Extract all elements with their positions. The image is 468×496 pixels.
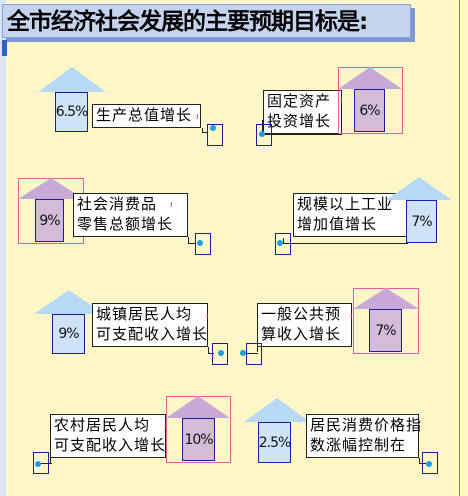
target-label: 固定资产 投资增长 [263, 90, 342, 134]
target-label-line: 社会消费品 [77, 195, 158, 213]
page-title: 全市经济社会发展的主要预期目标是: [2, 4, 411, 38]
target-value-box: 6% [354, 89, 385, 132]
target-label-line: 规模以上工业 [297, 195, 394, 213]
edit-mark: ı [164, 420, 167, 430]
up-arrow-icon [166, 396, 230, 418]
target-label: 城镇居民人均 可支配收入增长 [92, 303, 208, 347]
connector-dot [197, 240, 203, 246]
connector-dot [277, 240, 283, 246]
text-placeholder[interactable] [207, 124, 223, 146]
edit-mark: ı [350, 312, 353, 322]
right-margin-line [459, 0, 460, 496]
target-label-line: 生产总值增长 [96, 106, 193, 124]
target-label-line: 算收入增长 [261, 325, 342, 343]
edit-mark: ı [170, 200, 173, 210]
connector-dot [240, 350, 246, 356]
connector-line [262, 134, 342, 135]
connector-dot [218, 350, 224, 356]
connector-line [202, 128, 203, 132]
edit-mark: ı [206, 312, 209, 322]
up-arrow-icon [386, 177, 452, 200]
connector-dot [35, 461, 41, 467]
up-arrow-icon [244, 398, 310, 422]
text-placeholder[interactable] [33, 452, 49, 474]
connector-line [188, 237, 189, 243]
target-value-box: 7% [369, 309, 402, 352]
target-label-line: 可支配收入增长 [96, 325, 209, 343]
edit-mark: ı [196, 112, 199, 122]
connector-line [188, 243, 196, 244]
target-value-box: 6.5% [55, 92, 88, 132]
target-label: 生产总值增长 [92, 104, 201, 128]
target-label-line: 投资增长 [267, 112, 332, 130]
connector-line [283, 238, 284, 244]
up-arrow-icon [38, 67, 106, 92]
edit-mark: ı [340, 96, 343, 106]
target-label: 一般公共预 算收入增长 [257, 303, 352, 347]
connector-line [283, 243, 408, 244]
target-label-line: 零售总额增长 [77, 215, 174, 233]
connector-line [208, 347, 209, 353]
up-arrow-icon [353, 288, 419, 309]
up-arrow-icon [338, 67, 402, 89]
target-label: 社会消费品 零售总额增长 [73, 193, 188, 237]
target-label-line: 固定资产 [267, 92, 332, 110]
connector-line [202, 132, 208, 133]
target-label-line: 数涨幅控制在 [310, 436, 407, 454]
connector-line [262, 120, 263, 134]
connector-dot [426, 461, 432, 467]
target-label-line: 可支配收入增长 [54, 436, 167, 454]
target-value-box: 7% [406, 200, 437, 243]
target-value-box: 2.5% [258, 422, 291, 463]
target-label-line: 一般公共预 [261, 305, 342, 323]
text-placeholder[interactable] [256, 124, 272, 146]
text-placeholder[interactable] [246, 343, 262, 365]
connector-line [38, 463, 52, 464]
target-label: 农村居民人均 可支配收入增长 [50, 414, 166, 458]
target-value-box: 9% [52, 314, 85, 354]
connector-dot [210, 125, 216, 131]
target-value-box: 10% [182, 418, 215, 461]
target-label-line: 农村居民人均 [54, 416, 151, 434]
text-placeholder[interactable] [275, 233, 291, 255]
left-ruler-strip [0, 0, 6, 496]
target-label: 居民消费价格指 数涨幅控制在 [306, 414, 423, 458]
title-marker [2, 40, 7, 56]
text-placeholder[interactable] [212, 343, 228, 365]
connector-line [50, 458, 51, 463]
up-arrow-icon [18, 178, 84, 199]
target-label-line: 居民消费价格指 [310, 416, 423, 434]
connector-line [419, 463, 427, 464]
connector-dot [259, 131, 265, 137]
connector-line [419, 458, 420, 463]
connector-line [257, 347, 258, 352]
connector-line [240, 353, 258, 354]
target-label-line: 增加值增长 [297, 215, 378, 233]
text-placeholder[interactable] [422, 452, 438, 474]
target-value-box: 9% [35, 199, 64, 242]
text-placeholder[interactable] [195, 233, 211, 255]
connector-line [208, 353, 214, 354]
target-label-line: 城镇居民人均 [96, 305, 193, 323]
